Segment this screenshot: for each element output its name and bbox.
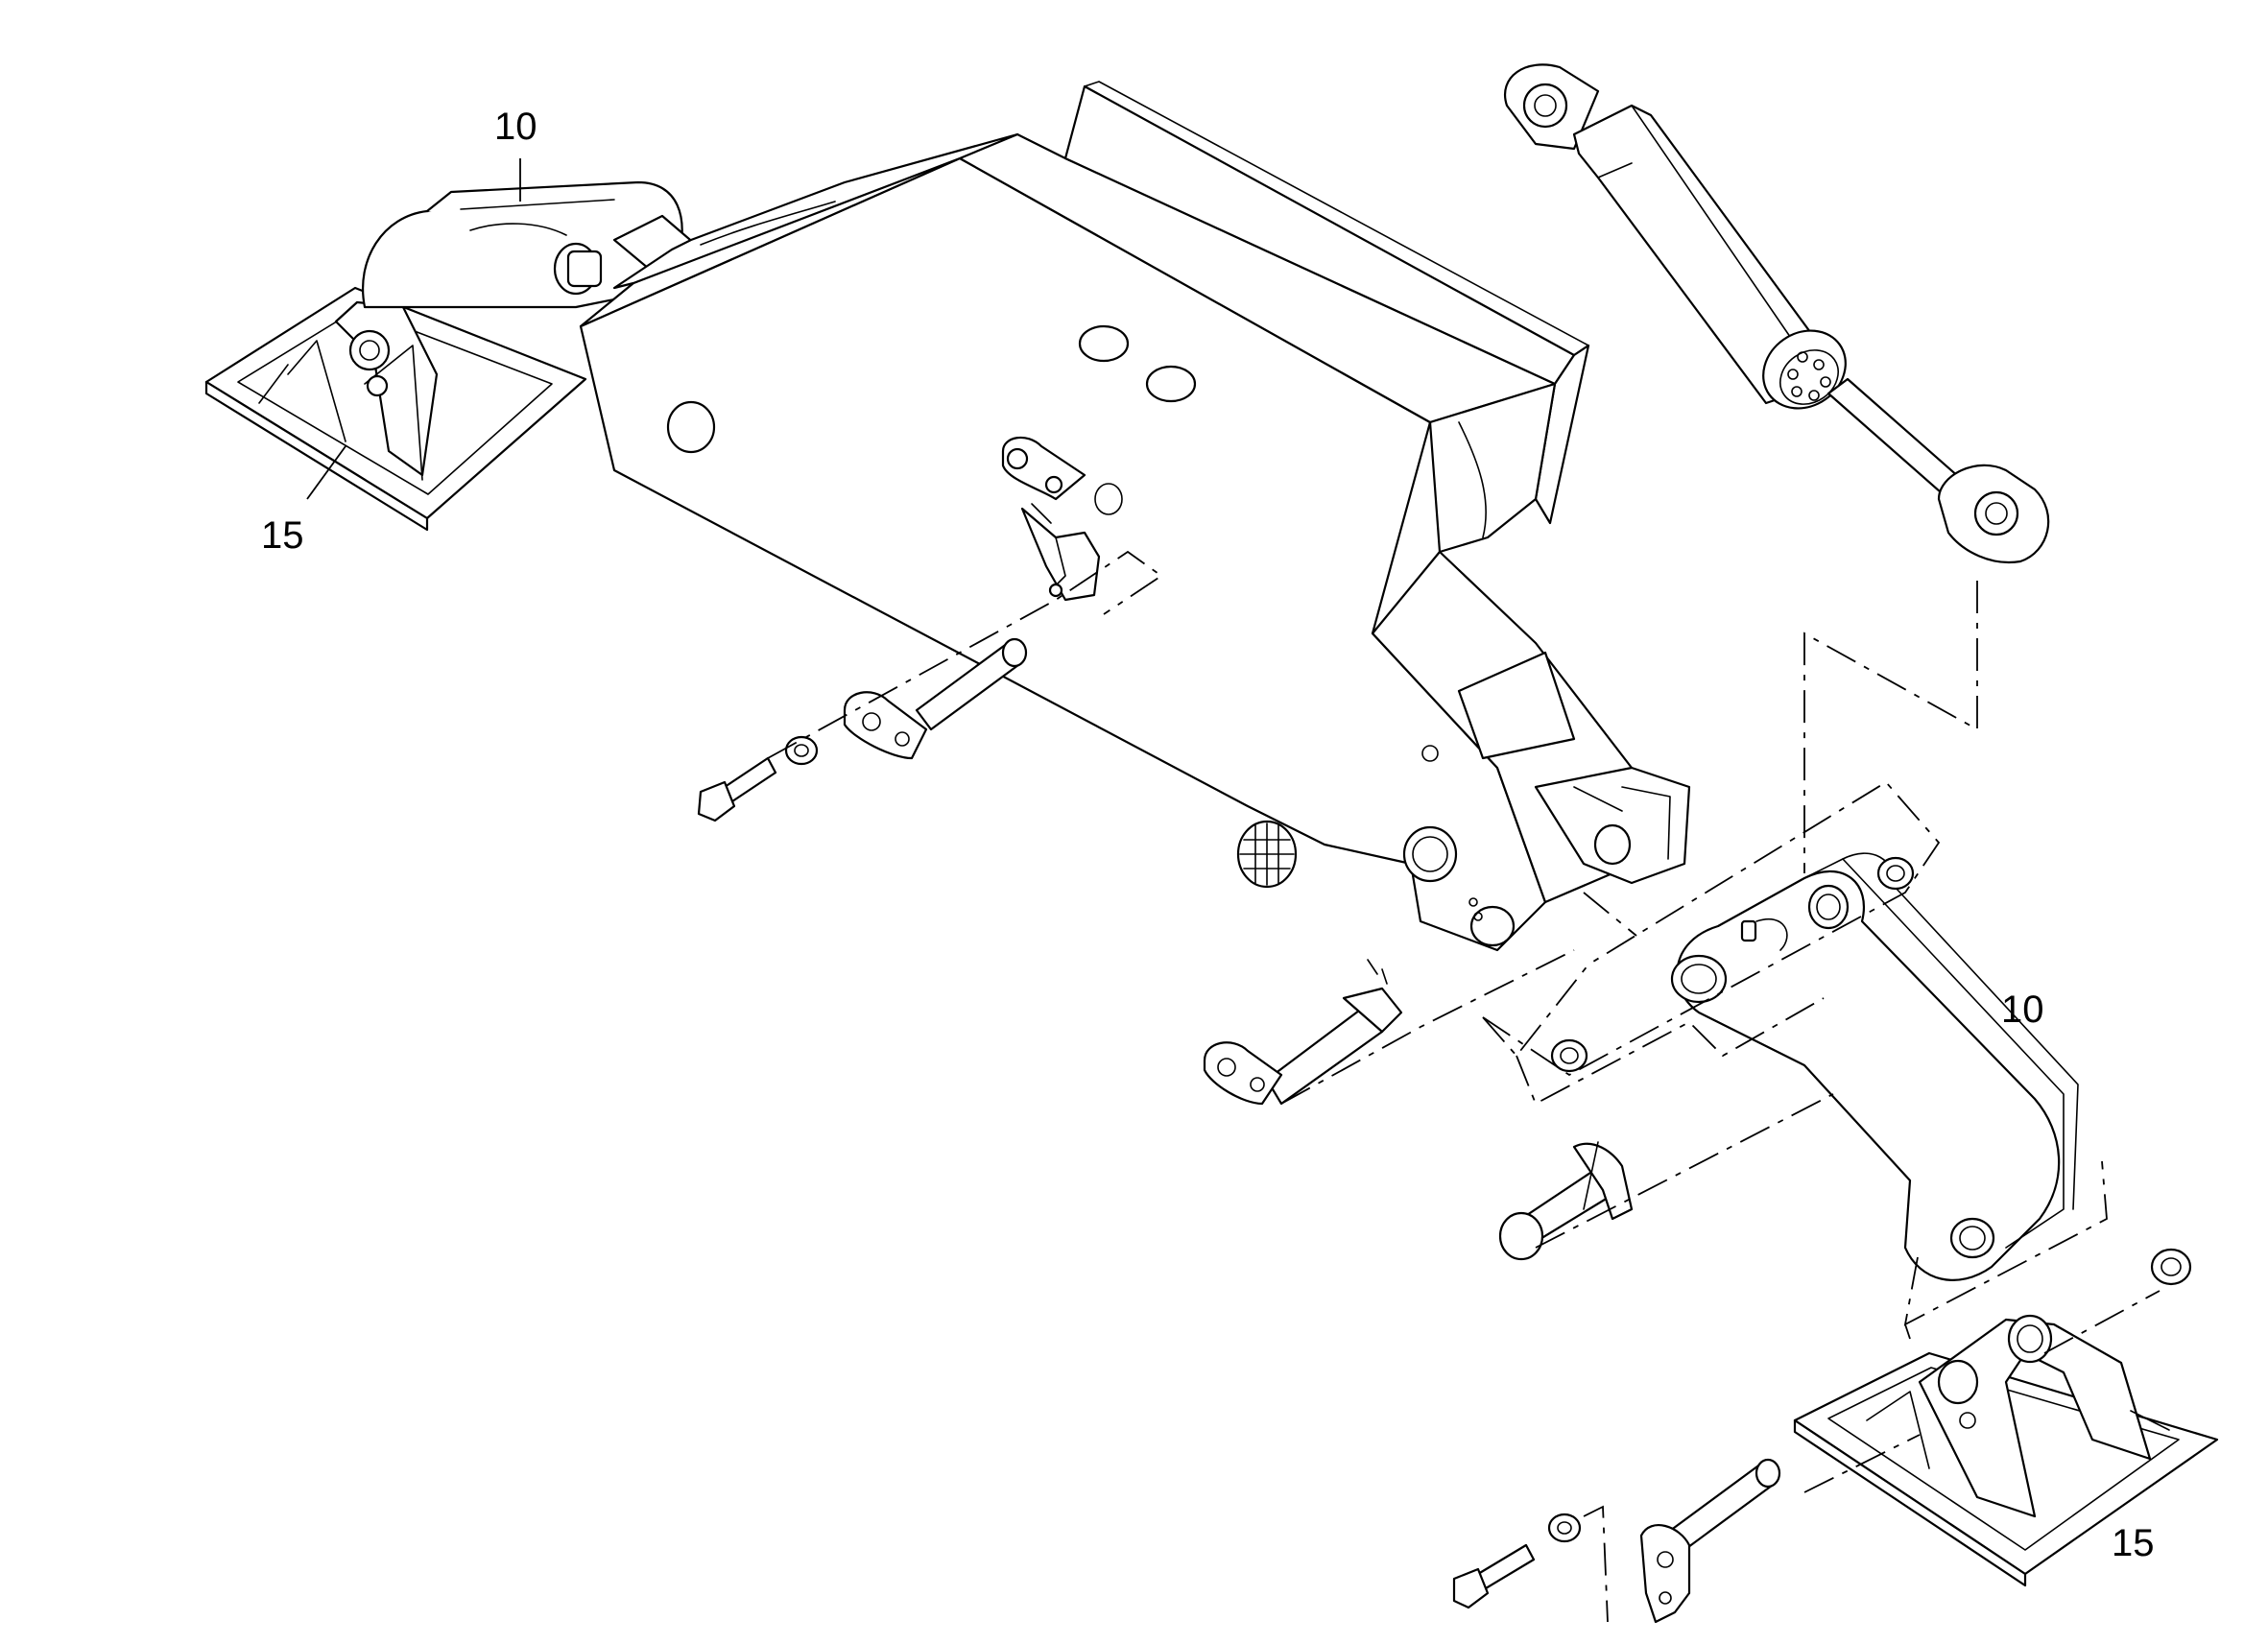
leader-top-left-15: [306, 445, 346, 500]
boom-arm: [579, 81, 1691, 952]
pin-assembly-upper: [697, 637, 1028, 822]
bottom-right-mounting-bracket: [1793, 1314, 2219, 1587]
callout-bottom-right-15: 15: [2112, 1522, 2155, 1564]
callout-top-left-10: 10: [494, 106, 537, 148]
pin-assembly-middle: [1203, 856, 1915, 1106]
callout-right-10: 10: [2001, 989, 2044, 1031]
assembly-centerlines: [767, 550, 2161, 1623]
top-left-mounting-bracket: [204, 286, 587, 532]
top-left-pivot-seat: [362, 180, 698, 309]
pin-assembly-bottom: [1452, 1458, 1781, 1624]
hydraulic-cylinder: [1504, 63, 2050, 564]
pin-assembly-swing-lower: [1498, 1141, 2192, 1286]
callout-top-left-15: 15: [261, 514, 304, 557]
swing-arm: [1670, 852, 2079, 1281]
